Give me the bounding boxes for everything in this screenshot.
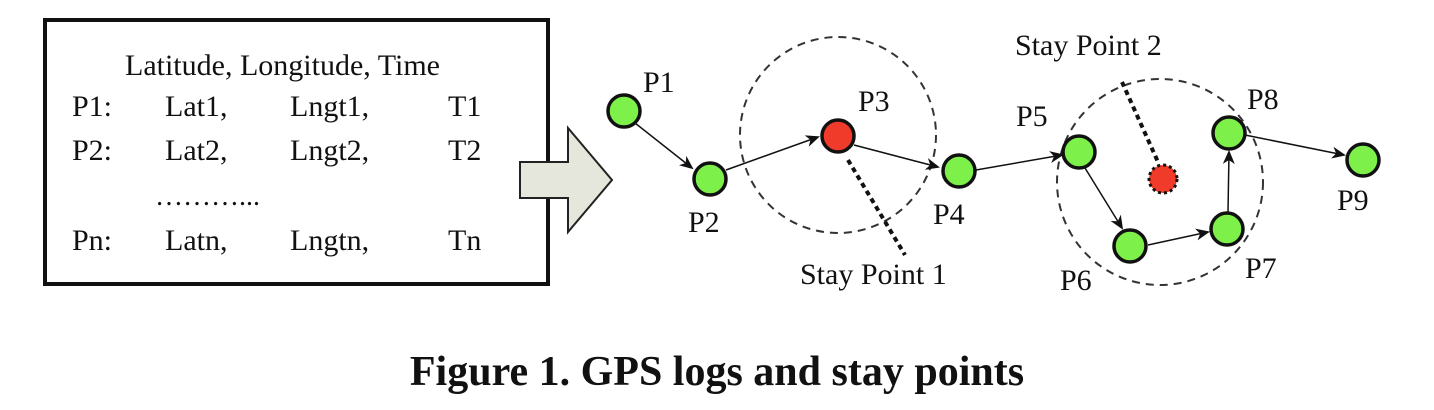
figure-caption: Figure 1. GPS logs and stay points	[410, 349, 1024, 395]
log-row-2-label: P2:	[72, 134, 112, 167]
segment-p7-p8	[1222, 150, 1235, 213]
gps-point-p9	[1345, 142, 1381, 178]
gps-point-p1	[606, 93, 642, 129]
label-p1: P1	[643, 66, 675, 99]
label-p9: P9	[1337, 184, 1369, 217]
label-p6: P6	[1060, 264, 1092, 297]
stay-point-2-label: Stay Point 2	[1015, 29, 1162, 62]
log-row-2-time: T2	[448, 134, 481, 167]
log-row-n-time: Tn	[448, 224, 481, 257]
segment-p6-p7	[1147, 228, 1210, 246]
stay-point-2-marker	[1147, 163, 1179, 195]
segment-p3-p4	[853, 144, 940, 170]
gps-log-box	[43, 18, 550, 286]
stay-point-1-label: Stay Point 1	[800, 258, 947, 291]
log-row-1-lat: Lat1,	[165, 90, 227, 123]
label-p2: P2	[688, 206, 720, 239]
label-p7: P7	[1245, 252, 1277, 285]
log-row-1-time: T1	[448, 90, 481, 123]
label-p4: P4	[933, 198, 965, 231]
gps-point-p8	[1211, 115, 1247, 151]
segment-p4-p5	[975, 151, 1064, 171]
block-arrow	[519, 125, 614, 235]
log-header: Latitude, Longitude, Time	[125, 49, 440, 82]
segment-p2-p3	[725, 135, 820, 171]
label-p5: P5	[1016, 100, 1048, 133]
stay-point-1-leader	[846, 158, 907, 257]
log-row-n-label: Pn:	[72, 224, 112, 257]
gps-point-p3	[820, 118, 856, 154]
stay-region-2	[1056, 78, 1264, 286]
gps-point-p2	[692, 161, 728, 197]
label-p8: P8	[1247, 83, 1279, 116]
log-row-n-lng: Lngtn,	[290, 224, 369, 257]
log-row-2-lng: Lngt2,	[290, 134, 369, 167]
gps-point-p4	[941, 153, 977, 189]
label-p3: P3	[858, 85, 890, 118]
log-row-1-lng: Lngt1,	[290, 90, 369, 123]
log-row-n-lat: Latn,	[165, 224, 227, 257]
log-row-2-lat: Lat2,	[165, 134, 227, 167]
log-row-1-label: P1:	[72, 90, 112, 123]
stay-point-2-leader	[1120, 81, 1160, 163]
stay-region-1	[739, 36, 937, 234]
gps-point-p7	[1209, 211, 1245, 247]
segment-p1-p2	[634, 122, 694, 170]
segment-p5-p6	[1084, 167, 1124, 230]
log-ellipsis: ………...	[155, 181, 260, 212]
gps-point-p5	[1061, 134, 1097, 170]
segment-p8-p9	[1244, 134, 1346, 159]
gps-point-p6	[1112, 228, 1148, 264]
